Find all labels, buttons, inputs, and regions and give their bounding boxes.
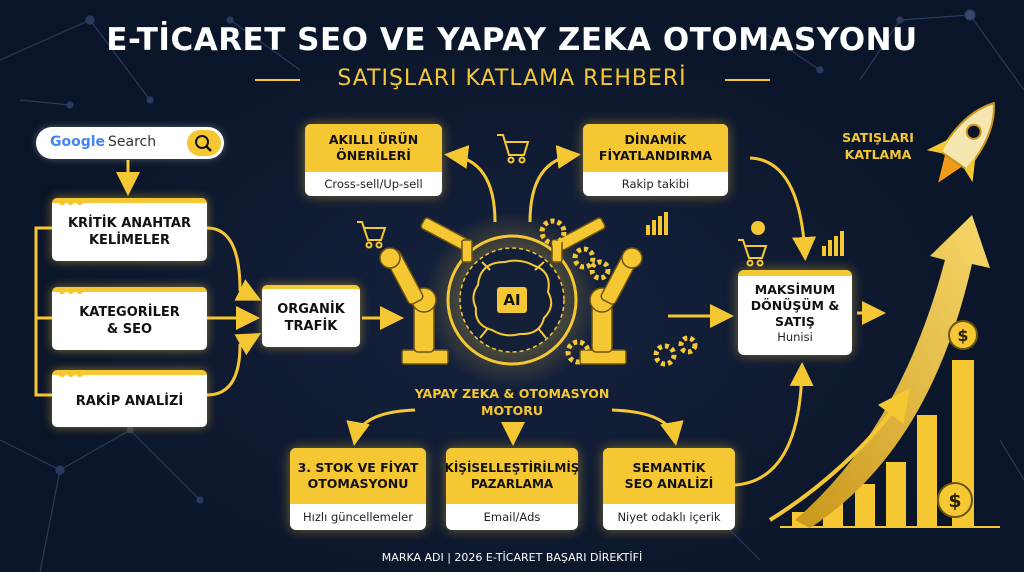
dynamic-pricing-title: DİNAMİK FİYATLANDIRMA bbox=[583, 124, 728, 172]
semantic-box: SEMANTİK SEO ANALİZİ Niyet odaklı içerik bbox=[603, 448, 735, 530]
chart-icon bbox=[822, 231, 844, 256]
big-growth-arrow bbox=[795, 215, 990, 528]
product-recs-title: AKILLI ÜRÜN ÖNERİLERİ bbox=[305, 124, 442, 172]
dollar-coin-icon: $ bbox=[937, 482, 973, 518]
flow-arrows bbox=[34, 145, 886, 487]
rocket-icon bbox=[926, 101, 995, 183]
stock-title: 3. STOK VE FİYAT OTOMASYONU bbox=[290, 448, 426, 504]
categories-box: ●●● KATEGORİLER & SEO bbox=[52, 286, 207, 350]
growth-label: SATIŞLARI KATLAMA bbox=[842, 130, 914, 162]
chart-icon bbox=[646, 212, 668, 235]
engine-ring bbox=[446, 234, 578, 366]
footer-text: MARKA ADI | 2026 E-TİCARET BAŞARI DİREKT… bbox=[381, 551, 643, 564]
keywords-box: ●●● KRİTİK ANAHTAR KELİMELER bbox=[52, 197, 207, 261]
funnel-title: MAKSİMUM DÖNÜŞÜM & SATIŞ bbox=[750, 282, 840, 329]
stock-box: 3. STOK VE FİYAT OTOMASYONU Hızlı güncel… bbox=[290, 448, 426, 530]
product-recs-box: AKILLI ÜRÜN ÖNERİLERİ Cross-sell/Up-sell bbox=[305, 124, 442, 196]
svg-text:$: $ bbox=[948, 490, 961, 512]
gear-icon bbox=[539, 218, 698, 367]
funnel-box: MAKSİMUM DÖNÜŞÜM & SATIŞ Hunisi bbox=[738, 270, 852, 355]
keywords-label: KRİTİK ANAHTAR KELİMELER bbox=[67, 216, 192, 248]
window-dots: ●●● bbox=[58, 369, 85, 379]
window-dots: ●●● bbox=[58, 197, 85, 207]
marketing-title: KİŞİSELLEŞTİRİLMİŞ PAZARLAMA bbox=[446, 448, 578, 504]
page-subtitle: SATIŞLARI KATLAMA REHBERİ bbox=[337, 66, 687, 91]
search-label: Search bbox=[108, 134, 157, 150]
organic-label: ORGANİK TRAFİK bbox=[277, 302, 345, 334]
organic-box: ORGANİK TRAFİK bbox=[262, 285, 360, 347]
funnel-top-bar bbox=[738, 270, 852, 276]
marketing-box: KİŞİSELLEŞTİRİLMİŞ PAZARLAMA Email/Ads bbox=[446, 448, 578, 530]
product-recs-sub: Cross-sell/Up-sell bbox=[324, 177, 423, 191]
cart-icon bbox=[738, 221, 768, 267]
robot-arm-icon bbox=[379, 217, 473, 365]
svg-text:$: $ bbox=[957, 326, 968, 345]
dynamic-pricing-box: DİNAMİK FİYATLANDIRMA Rakip takibi bbox=[583, 124, 728, 196]
categories-label: KATEGORİLER & SEO bbox=[79, 305, 180, 337]
marketing-sub: Email/Ads bbox=[483, 510, 541, 524]
cart-icon bbox=[357, 221, 387, 249]
page-title: E-TİCARET SEO VE YAPAY ZEKA OTOMASYONU bbox=[106, 22, 918, 58]
engine-label: YAPAY ZEKA & OTOMASYON MOTORU bbox=[392, 385, 632, 419]
competitor-box: ●●● RAKİP ANALİZİ bbox=[52, 369, 207, 427]
search-bar[interactable]: Google Search bbox=[36, 127, 224, 159]
brain-chip-icon bbox=[472, 259, 553, 339]
cart-icon bbox=[497, 134, 530, 164]
funnel-sub: Hunisi bbox=[777, 330, 813, 344]
search-logo: Google bbox=[50, 134, 106, 150]
search-button[interactable] bbox=[187, 130, 221, 156]
dollar-coin-icon: $ bbox=[948, 320, 978, 350]
engine-label-text: YAPAY ZEKA & OTOMASYON MOTORU bbox=[414, 386, 610, 418]
magnifier-icon bbox=[195, 135, 212, 152]
robot-arm-icon bbox=[551, 217, 643, 365]
semantic-title: SEMANTİK SEO ANALİZİ bbox=[603, 448, 735, 504]
dynamic-pricing-sub: Rakip takibi bbox=[621, 177, 690, 191]
small-growth-arrow bbox=[768, 388, 910, 522]
semantic-sub: Niyet odaklı içerik bbox=[617, 510, 721, 524]
competitor-label: RAKİP ANALİZİ bbox=[75, 393, 184, 409]
stock-sub: Hızlı güncellemeler bbox=[303, 510, 413, 524]
ai-chip: AI bbox=[497, 287, 527, 313]
window-dots: ●●● bbox=[58, 286, 85, 296]
